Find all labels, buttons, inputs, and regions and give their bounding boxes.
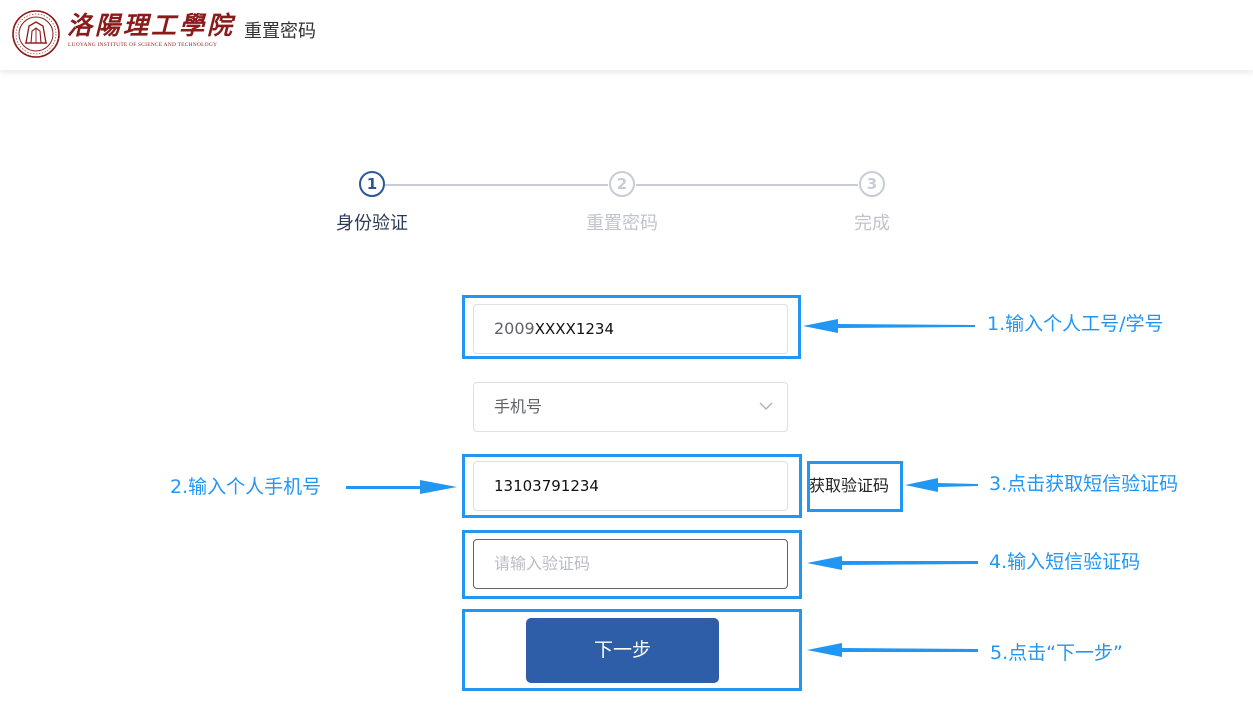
annotation-box-4 <box>462 530 802 599</box>
verification-code-input[interactable]: 请输入验证码 <box>473 539 788 589</box>
id-prefix-text: 2009 <box>494 319 535 338</box>
annotation-box-1 <box>462 295 801 359</box>
annotation-text-5: 5.点击“下一步” <box>990 642 1123 664</box>
chevron-down-icon <box>759 402 773 411</box>
arrow-2 <box>346 480 457 494</box>
phone-input[interactable]: 13103791234 <box>473 461 788 511</box>
annotation-box-2 <box>462 454 802 518</box>
contact-method-value: 手机号 <box>494 397 543 416</box>
annotation-box-3 <box>807 461 903 512</box>
arrow-1 <box>803 319 975 333</box>
step-3-label: 完成 <box>854 213 890 234</box>
contact-method-select[interactable]: 手机号 <box>473 382 788 432</box>
step-2-label: 重置密码 <box>586 213 658 234</box>
step-1-circle: 1 <box>359 171 385 197</box>
annotation-text-1: 1.输入个人工号/学号 <box>987 313 1164 335</box>
step-connector <box>385 184 608 186</box>
id-number-input[interactable]: 2009XXXX1234 <box>473 304 788 354</box>
college-seal-icon <box>12 10 60 58</box>
page-title: 重置密码 <box>244 21 316 42</box>
annotation-text-3: 3.点击获取短信验证码 <box>989 473 1179 495</box>
phone-value-text: 13103791234 <box>494 477 599 495</box>
top-header: 洛陽理工學院 LUOYANG INSTITUTE OF SCIENCE AND … <box>0 0 1253 70</box>
step-2-circle: 2 <box>609 171 635 197</box>
step-3-circle: 3 <box>859 171 885 197</box>
college-name-logo: 洛陽理工學院 <box>67 11 236 40</box>
arrow-4 <box>807 556 978 570</box>
id-value-text: XXXX1234 <box>534 320 614 338</box>
arrow-3 <box>905 478 978 492</box>
step-1-label: 身份验证 <box>336 213 408 234</box>
code-placeholder: 请输入验证码 <box>494 554 591 573</box>
step-connector <box>636 184 858 186</box>
annotation-box-5 <box>462 609 802 691</box>
annotation-text-4: 4.输入短信验证码 <box>989 551 1141 573</box>
arrow-5 <box>807 643 978 657</box>
next-button[interactable]: 下一步 <box>526 618 719 683</box>
annotation-text-2: 2.输入个人手机号 <box>170 476 322 498</box>
get-code-button[interactable]: 获取验证码 <box>809 476 890 495</box>
college-english-name: LUOYANG INSTITUTE OF SCIENCE AND TECHNOL… <box>68 42 218 48</box>
